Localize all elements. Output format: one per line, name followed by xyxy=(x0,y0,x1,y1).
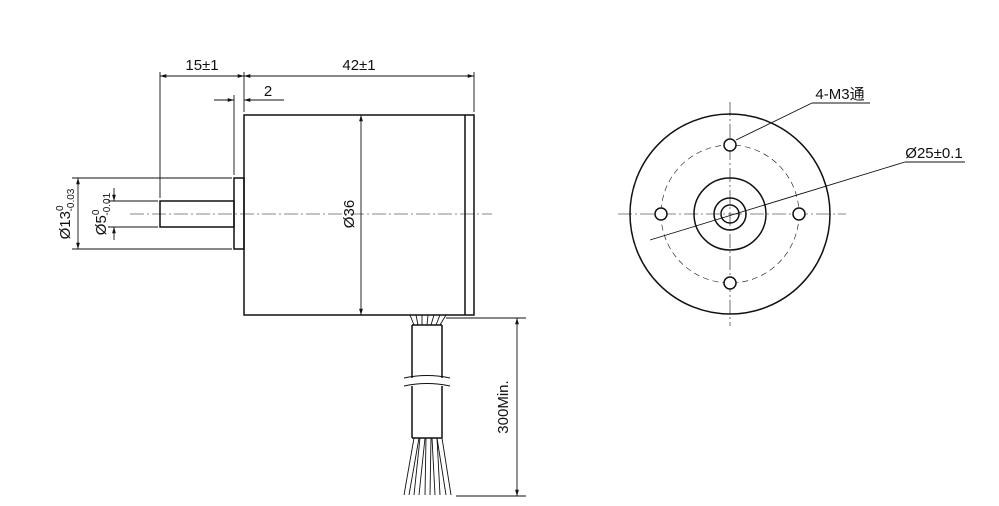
dim-boss-tol-upper: 0 xyxy=(55,205,66,211)
bearing-circle xyxy=(713,197,747,231)
dim-shaft-length: 15±1 xyxy=(185,57,218,74)
dim-shaft-dia: Ø50-0.01 xyxy=(91,192,113,235)
dim-body-length: 42±1 xyxy=(342,57,375,74)
mounting-hole-bottom xyxy=(723,276,737,290)
boss-circle xyxy=(693,177,767,251)
label-pcd: Ø25±0.1 xyxy=(905,145,962,162)
mounting-hole-top xyxy=(723,138,737,152)
dim-shaft-tol-upper: 0 xyxy=(91,209,102,215)
dim-cable-length: 300Min. xyxy=(495,380,512,433)
leader-pcd xyxy=(649,161,906,241)
dim-shaft-tol-lower: -0.01 xyxy=(102,192,113,215)
label-holes: 4-M3通 xyxy=(815,86,864,103)
side-view: 15±1 42±1 2 Ø36 Ø130-0.03 Ø50-0.01 xyxy=(55,57,526,497)
boss xyxy=(233,177,245,250)
dim-boss-dia-main: Ø13 xyxy=(57,211,74,239)
dim-shaft-dia-main: Ø5 xyxy=(93,215,110,235)
leader-holes xyxy=(735,102,813,141)
mounting-hole-left xyxy=(654,207,668,221)
dim-body-dia: Ø36 xyxy=(341,200,358,228)
mounting-hole-right xyxy=(792,207,806,221)
front-view: 4-M3通 Ø25±0.1 xyxy=(618,86,965,326)
dim-flange: 2 xyxy=(264,83,272,100)
dim-boss-dia: Ø130-0.03 xyxy=(55,188,77,239)
motor-body xyxy=(243,114,475,316)
cable xyxy=(403,314,452,496)
dim-boss-tol-lower: -0.03 xyxy=(66,188,77,211)
shaft-circle xyxy=(720,204,740,224)
